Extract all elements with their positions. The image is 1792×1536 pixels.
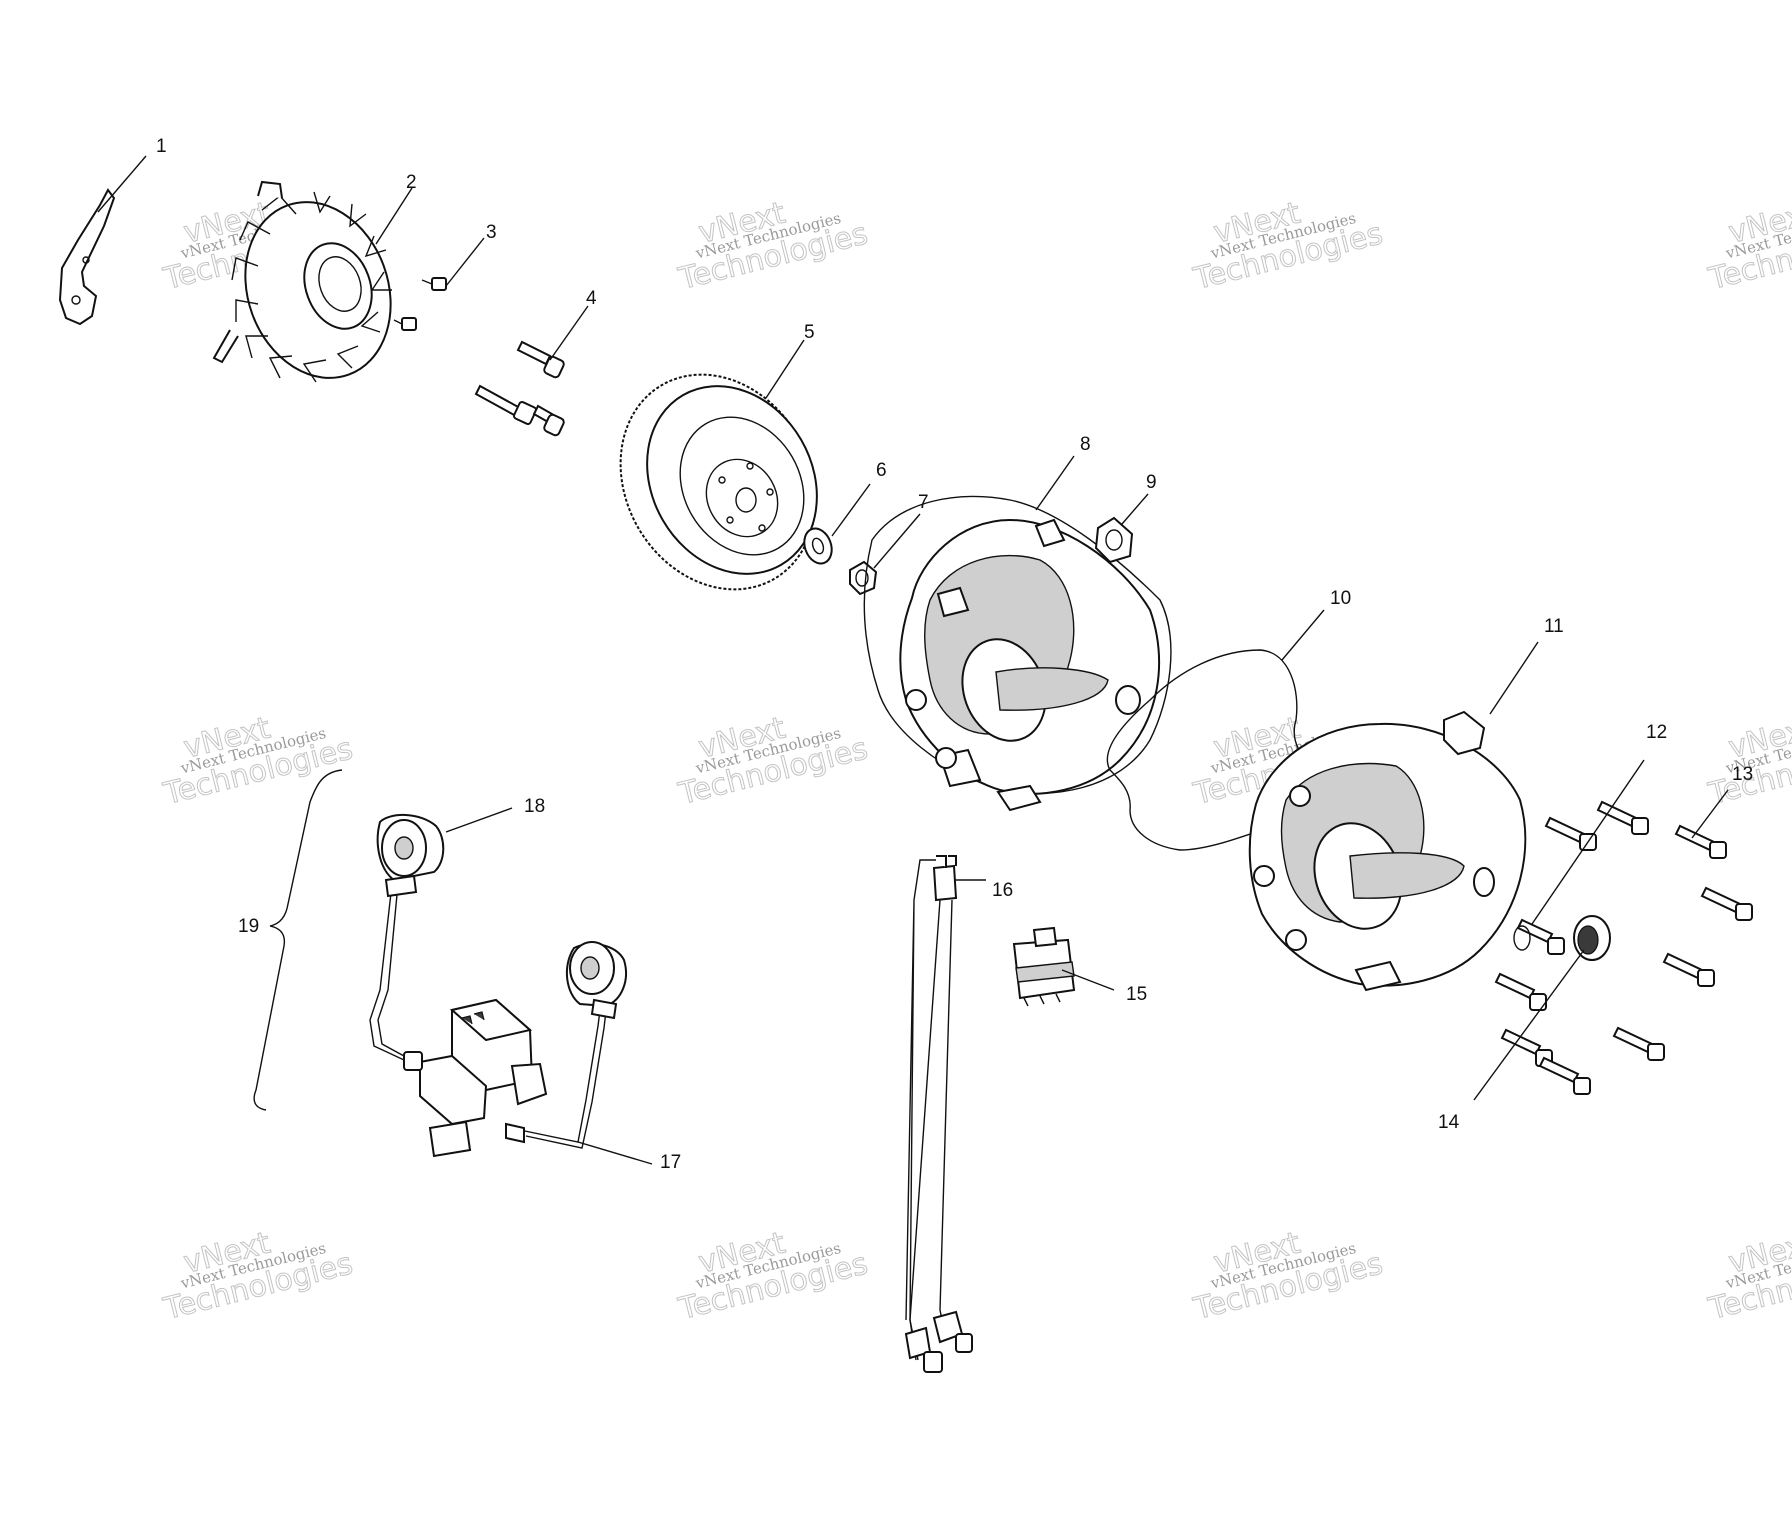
watermark: vNext vNext Technologies Technologies [1704,710,1792,813]
callout-10: 10 [1330,588,1351,609]
callout-18: 18 [524,796,545,817]
part-9-boss [1034,516,1141,715]
watermark: vNext vNext Technologies Technologies [674,710,871,813]
part-13-bolts [1494,800,1753,1095]
part-7-nut [849,560,878,596]
callout-15: 15 [1126,984,1147,1005]
callout-5: 5 [804,322,815,343]
callout-3: 3 [486,222,497,243]
part-15-relay [1012,926,1076,1007]
part-3-screws [393,277,447,331]
callout-2: 2 [406,172,417,193]
part-1-bracket [58,188,116,326]
part-5-flywheel [619,373,818,591]
part-8-cover [863,495,1172,812]
callout-19: 19 [238,916,259,937]
callout-17: 17 [660,1152,681,1173]
part-6-washer [803,527,833,565]
callout-7: 7 [918,492,929,513]
watermark: vNext vNext Technologies Technologies [1704,195,1792,298]
callout-1: 1 [156,136,167,157]
callout-9: 9 [1146,472,1157,493]
callout-14: 14 [1438,1112,1460,1133]
watermark: vNext vNext Technologies Technologies [674,195,871,298]
part-2-stator [212,180,392,383]
group-brace-19 [253,769,343,1111]
callout-11: 11 [1544,616,1564,637]
watermark: vNext vNext Technologies Technologies [1189,195,1386,298]
callout-12: 12 [1646,722,1667,743]
callout-16: 16 [992,880,1013,901]
watermark: vNext vNext Technologies Technologies [674,1225,871,1328]
part-19-ignition-coil [403,998,548,1158]
part-16-wire-lead [904,855,973,1373]
watermark: vNext vNext Technologies Technologies [1189,1225,1386,1328]
leader-lines [97,155,1729,1165]
part-12-bolt-with-washer [1513,918,1565,955]
callout-6: 6 [876,460,887,481]
watermark: vNext vNext Technologies Technologies [1704,1225,1792,1328]
callout-8: 8 [1080,434,1091,455]
part-14-bushing [1573,915,1611,961]
part-4-bolts [474,340,565,437]
callout-4: 4 [586,288,597,309]
watermark: vNext vNext Technologies Technologies [159,1225,356,1328]
callout-13: 13 [1732,764,1753,785]
callouts: 1 2 3 4 5 6 7 8 9 10 11 12 13 14 15 16 1… [156,136,1753,1173]
part-11-outer-cover [1248,710,1527,992]
watermark: vNext vNext Technologies Technologies [159,710,356,813]
part-18-spark-plug-cap [376,813,627,1020]
